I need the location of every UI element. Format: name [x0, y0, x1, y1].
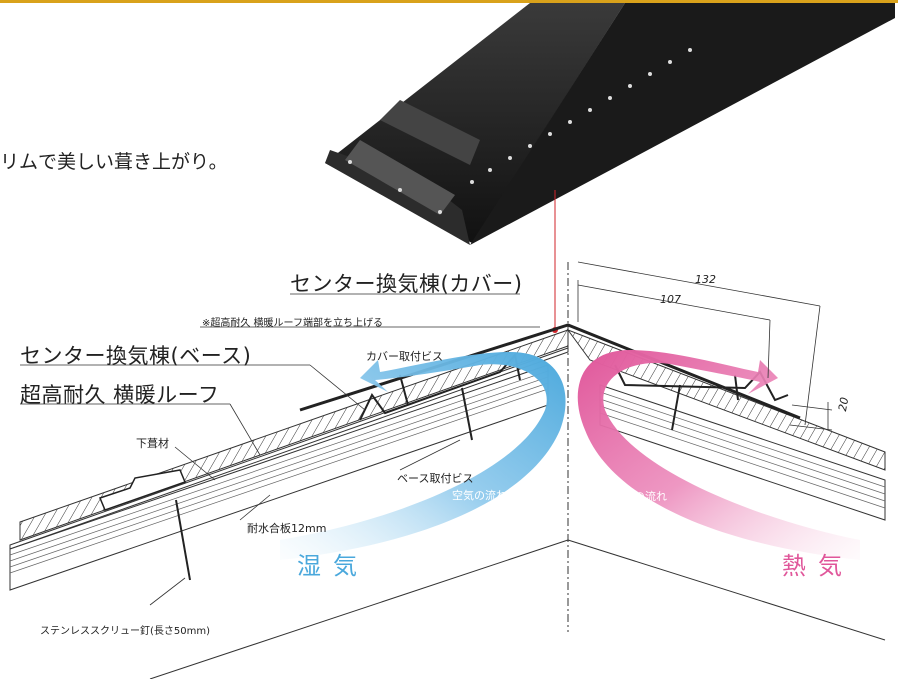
heat-airflow-arrow — [577, 350, 860, 560]
label-underlay: 下葺材 — [136, 437, 169, 450]
label-heat: 熱気 — [782, 552, 854, 580]
dimension-height: 20 — [836, 396, 852, 413]
dimension-lines — [577, 261, 833, 431]
label-humid: 湿気 — [297, 552, 369, 580]
label-airflow-left: 空気の流れ — [452, 489, 507, 502]
label-stainless-nail: ステンレススクリュー釘(長さ50mm) — [40, 626, 211, 637]
label-base-screw: ベース取付ビス — [397, 472, 474, 485]
screws — [175, 374, 739, 581]
label-leaders — [20, 293, 540, 606]
humid-airflow-arrow — [280, 352, 566, 560]
tagline-text: リムで美しい葺き上がり。 — [0, 151, 228, 173]
ridge-vent-product-image — [325, 3, 895, 245]
label-cover-screw: カバー取付ビス — [366, 350, 443, 363]
dimension-outer: 132 — [695, 273, 716, 286]
dimension-inner: 107 — [660, 293, 681, 306]
right-roof-section — [566, 328, 886, 641]
eave-flashing-clip — [98, 469, 186, 511]
label-center-cover: センター換気棟(カバー) — [290, 272, 523, 296]
label-airflow-right: 空気の流れ — [612, 490, 667, 503]
label-note-lift: ※超高耐久 横暖ルーフ端部を立ち上げる — [202, 318, 383, 329]
label-roof: 超高耐久 横暖ルーフ — [20, 383, 220, 407]
header-accent-rule — [0, 0, 898, 3]
label-center-base: センター換気棟(ベース) — [20, 344, 252, 368]
label-plywood: 耐水合板12mm — [247, 522, 327, 535]
